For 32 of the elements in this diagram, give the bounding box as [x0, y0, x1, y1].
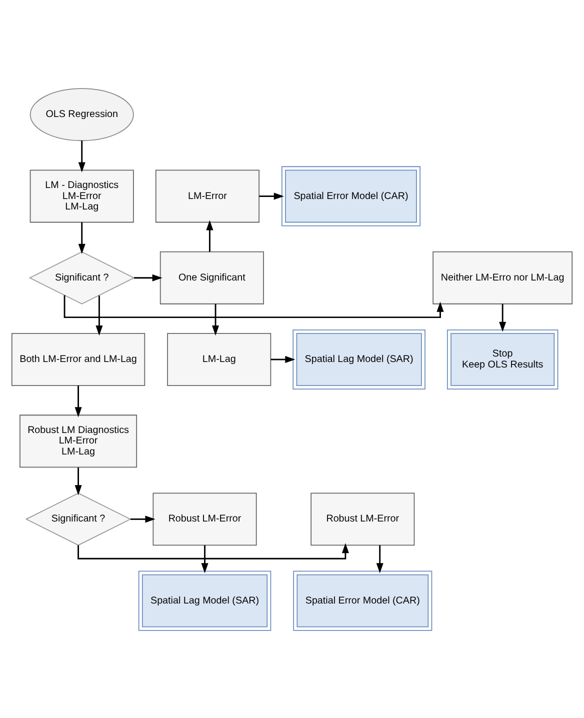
node-diamond: Significant ?	[28, 250, 135, 304]
node-diamond: Significant ?	[25, 492, 132, 546]
arrow	[74, 385, 82, 417]
node-box: Robust LM Diagnostics LM-Error LM-Lag	[20, 414, 138, 468]
node-box: LM - Diagnostics LM-Error LM-Lag	[30, 169, 134, 222]
arrow	[212, 303, 220, 336]
arrow	[206, 220, 214, 252]
arrow	[270, 355, 296, 363]
arrow	[499, 303, 506, 332]
arrow	[130, 515, 156, 522]
node-box: Both LM-Error and LM-Lag	[11, 332, 146, 386]
node-box: Robust LM-Error	[152, 492, 257, 546]
node-box: Spatial Lag Model (SAR)	[292, 328, 426, 390]
arrow	[201, 544, 208, 573]
node-ellipse: OLS Regression	[30, 88, 134, 141]
arrow	[259, 192, 284, 200]
arrow	[78, 222, 86, 254]
node-box: Spatial Error Model (CAR)	[293, 570, 432, 630]
node-box: Robust LM-Error	[310, 492, 415, 546]
arrow	[74, 467, 82, 495]
node-box: One Significant	[160, 250, 264, 304]
arrow	[376, 544, 384, 573]
arrow	[78, 140, 86, 172]
node-box: Stop Keep OLS Results	[446, 328, 558, 390]
node-box: Neither LM-Erro nor LM-Lag	[432, 250, 573, 304]
arrow	[64, 294, 444, 318]
node-box: Spatial Error Model (CAR)	[281, 166, 420, 226]
node-box: LM-Error	[155, 169, 260, 222]
node-box: Spatial Lag Model (SAR)	[138, 570, 272, 630]
arrow	[134, 274, 162, 281]
arrow	[96, 295, 103, 336]
node-box: LM-Lag	[167, 332, 272, 386]
